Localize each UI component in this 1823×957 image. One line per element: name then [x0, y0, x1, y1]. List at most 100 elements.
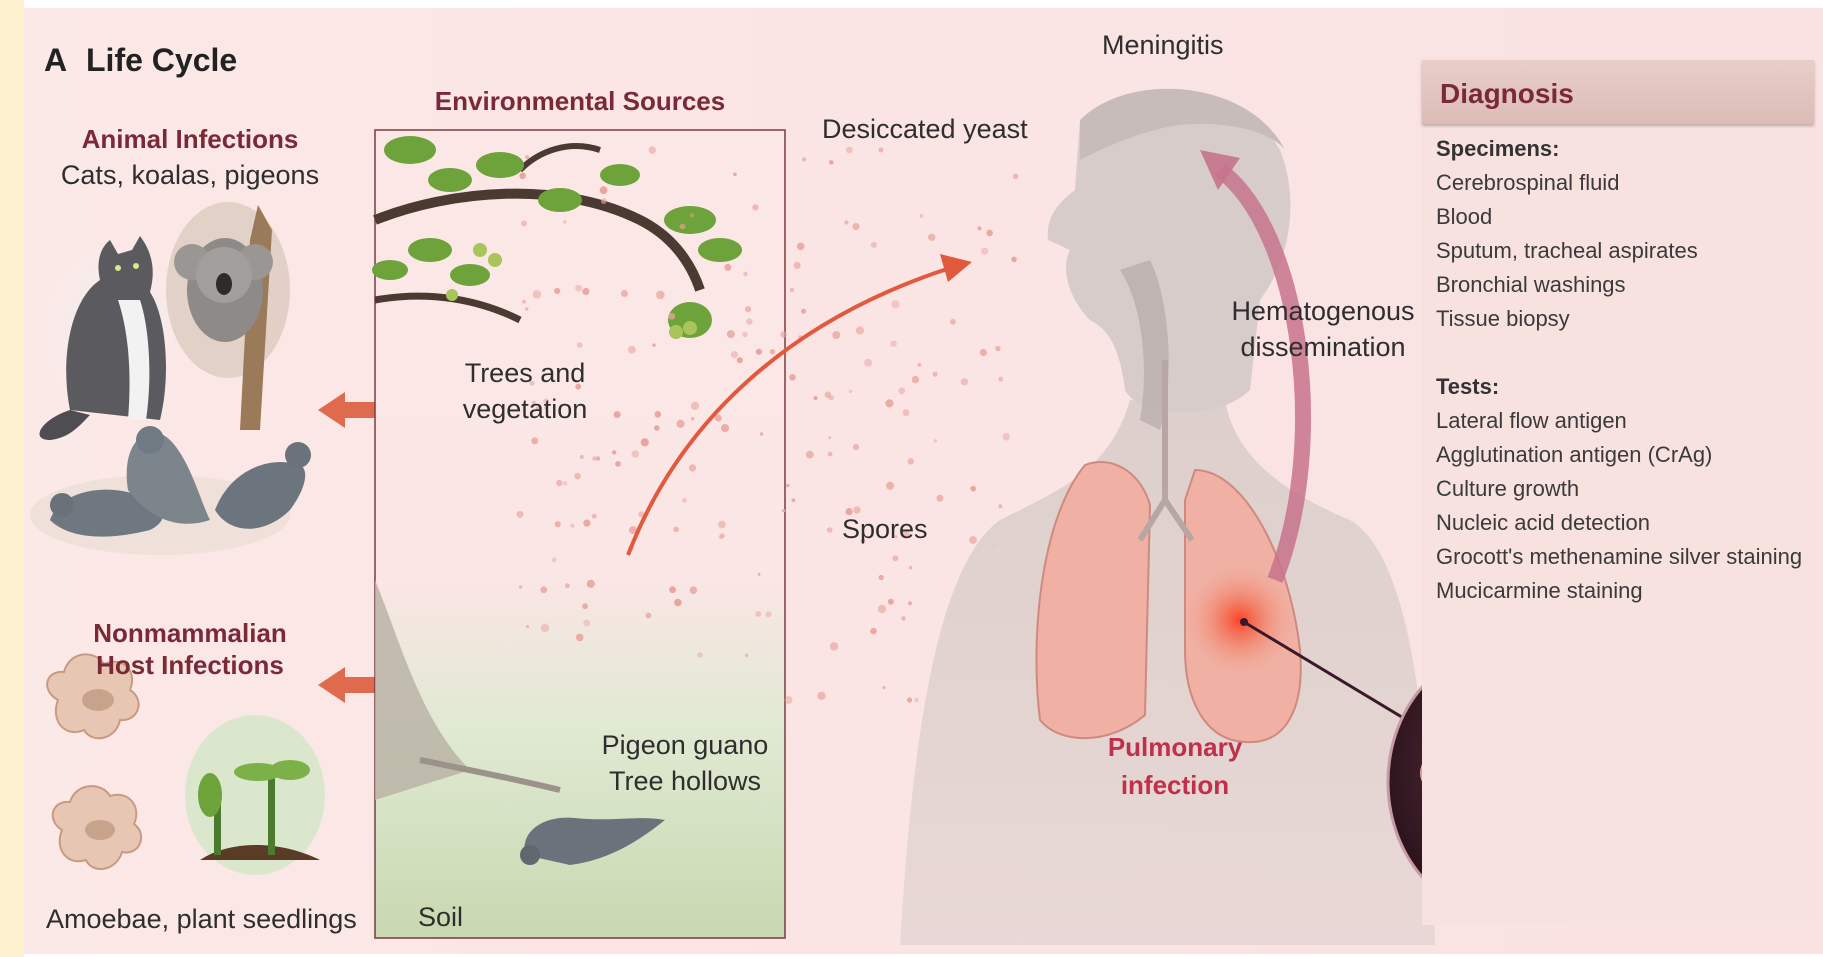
- spore-dot: [690, 586, 698, 594]
- trees-label-line1: Trees and: [445, 358, 605, 389]
- specimen-item: Sputum, tracheal aspirates: [1436, 238, 1698, 264]
- spore-dot: [806, 451, 814, 459]
- spore-dot: [849, 390, 853, 394]
- dissemination-label-line1: Hematogenous: [1228, 296, 1418, 327]
- spore-dot: [731, 351, 738, 358]
- spore-dot: [652, 343, 655, 346]
- spore-dot: [691, 402, 699, 410]
- specimen-item: Tissue biopsy: [1436, 306, 1570, 332]
- spore-dot: [517, 511, 524, 518]
- spore-dot: [522, 300, 526, 304]
- spore-dot: [785, 696, 793, 704]
- spore-dot: [743, 272, 747, 276]
- spore-dot: [554, 288, 560, 294]
- spore-dot: [853, 444, 859, 450]
- spore-dot: [592, 514, 597, 519]
- spore-dot: [615, 461, 621, 467]
- spore-dot: [519, 173, 526, 180]
- spore-dot: [766, 611, 772, 617]
- spore-dot: [813, 396, 817, 400]
- spore-dot: [737, 357, 743, 363]
- spore-dot: [870, 628, 877, 635]
- test-item: Grocott's methenamine silver staining: [1436, 544, 1802, 570]
- spore-dot: [575, 285, 582, 292]
- spore-dot: [690, 213, 694, 217]
- spore-dot: [802, 157, 806, 161]
- animal-infections-subtitle: Cats, koalas, pigeons: [55, 160, 325, 191]
- spore-dot: [583, 620, 590, 627]
- spore-dot: [525, 155, 529, 159]
- spore-dot: [641, 438, 649, 446]
- spore-dot: [856, 326, 864, 334]
- spore-dot: [674, 599, 682, 607]
- spore-dot: [908, 458, 914, 464]
- diagnosis-title: Diagnosis: [1440, 78, 1574, 110]
- spore-dot: [580, 455, 584, 459]
- spore-dot: [1011, 257, 1017, 263]
- tests-label: Tests:: [1436, 374, 1499, 400]
- spore-dot: [844, 220, 848, 224]
- pigeon-icon: [30, 426, 311, 555]
- spore-dot: [612, 450, 616, 454]
- spore-dot: [995, 346, 1000, 351]
- spore-dot: [950, 319, 956, 325]
- spore-dot: [1013, 174, 1019, 180]
- spore-dot: [853, 506, 860, 513]
- spore-dot: [668, 313, 675, 320]
- spore-dot: [582, 288, 589, 295]
- spore-dot: [756, 349, 762, 355]
- spore-dot: [587, 580, 595, 588]
- spore-dot: [832, 331, 840, 339]
- spore-dot: [786, 484, 790, 488]
- spore-dot: [801, 309, 806, 314]
- meningitis-label: Meningitis: [1102, 30, 1224, 61]
- spore-dot: [574, 473, 581, 480]
- soil-label: Soil: [418, 902, 463, 933]
- spore-dot: [669, 586, 676, 593]
- spore-dot: [676, 420, 684, 428]
- spore-dot: [871, 242, 877, 248]
- spore-dot: [596, 456, 601, 461]
- spore-dot: [601, 198, 607, 204]
- spore-dot: [628, 346, 636, 354]
- spore-dot: [980, 349, 987, 356]
- desiccated-yeast-label: Desiccated yeast: [822, 114, 1028, 145]
- spore-dot: [721, 424, 729, 432]
- spore-dot: [632, 450, 639, 457]
- spore-dot: [878, 605, 886, 613]
- spore-dot: [582, 603, 588, 609]
- spore-dot: [563, 481, 567, 485]
- test-item: Mucicarmine staining: [1436, 578, 1643, 604]
- spore-dot: [525, 307, 529, 311]
- nonmammalian-heading-line1: Nonmammalian: [70, 618, 310, 649]
- cat-icon: [40, 236, 182, 440]
- seedling-icon: [185, 715, 325, 875]
- spore-dot: [977, 226, 981, 230]
- spore-dot: [745, 306, 751, 312]
- spore-dot: [969, 536, 977, 544]
- specimens-label: Specimens:: [1436, 136, 1560, 162]
- spore-dot: [645, 613, 651, 619]
- environmental-sources-heading: Environmental Sources: [420, 86, 740, 117]
- spore-dot: [758, 573, 761, 576]
- spore-dot: [533, 290, 541, 298]
- test-item: Culture growth: [1436, 476, 1579, 502]
- spore-dot: [998, 377, 1003, 382]
- spore-dot: [888, 599, 894, 605]
- spore-dot: [892, 555, 898, 561]
- spore-dot: [885, 399, 893, 407]
- spore-dot: [649, 146, 656, 153]
- spore-dot: [970, 486, 976, 492]
- spore-dot: [577, 342, 583, 348]
- infection-site: [1185, 565, 1295, 675]
- spore-dot: [770, 349, 775, 354]
- spore-dot: [752, 204, 758, 210]
- spore-dot: [981, 248, 988, 255]
- spore-dot: [526, 625, 529, 628]
- spore-dot: [914, 698, 918, 702]
- spore-dot: [614, 411, 621, 418]
- spore-dot: [576, 634, 584, 642]
- spore-dot: [903, 409, 910, 416]
- spore-dot: [917, 363, 921, 367]
